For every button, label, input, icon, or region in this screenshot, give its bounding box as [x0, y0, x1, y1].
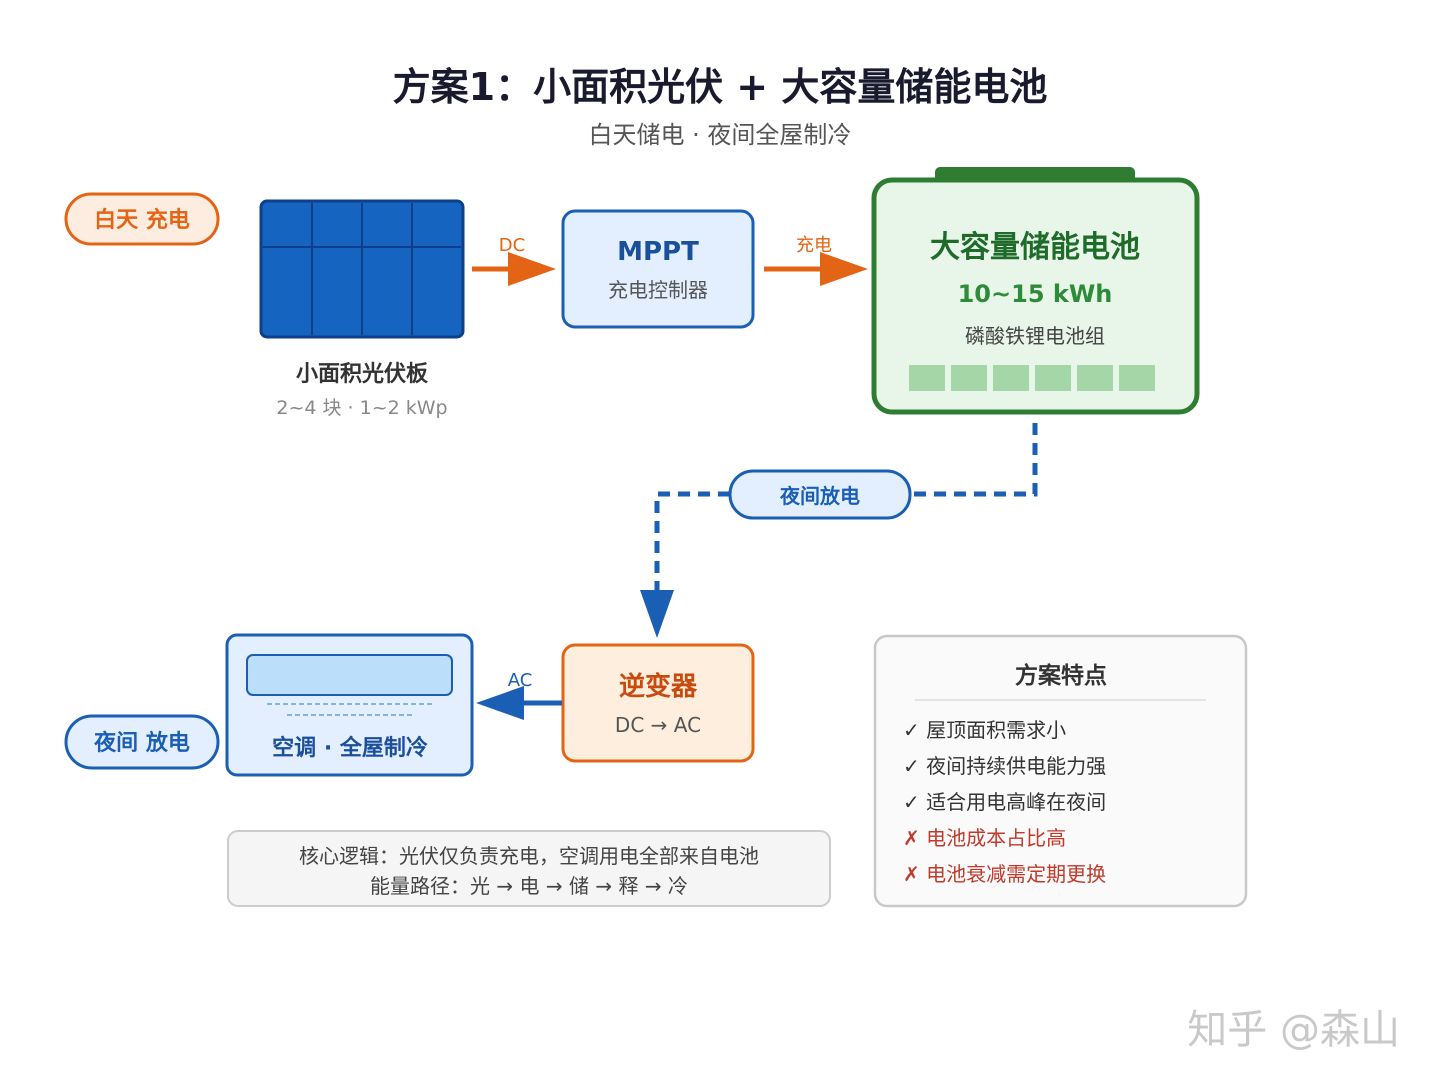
solar-panel-title: 小面积光伏板	[296, 361, 429, 387]
air-conditioner-label: 空调 · 全屋制冷	[272, 735, 428, 761]
feature-pro: ✓ 屋顶面积需求小	[903, 718, 1066, 742]
watermark: 知乎 @森山	[1187, 1007, 1400, 1053]
air-conditioner-box: 空调 · 全屋制冷	[225, 633, 474, 777]
day-charge-label: 白天 充电	[94, 207, 190, 233]
night-discharge-pill: 夜间 放电	[64, 714, 220, 770]
charge-arrow-label: 充电	[796, 235, 832, 256]
energy-path-line: 能量路径：光 → 电 → 储 → 释 → 冷	[370, 874, 688, 898]
mppt-box: MPPT 充电控制器	[561, 209, 755, 329]
discharge-label: 夜间放电	[779, 484, 860, 508]
inverter-sub: DC → AC	[615, 713, 701, 737]
features-title: 方案特点	[1015, 662, 1107, 689]
dc-arrow-label: DC	[499, 235, 525, 256]
day-charge-pill: 白天 充电	[64, 192, 220, 246]
core-logic-note: 核心逻辑：光伏仅负责充电，空调用电全部来自电池 能量路径：光 → 电 → 储 →…	[227, 830, 831, 907]
dc-arrow	[472, 252, 556, 286]
inverter-box: 逆变器 DC → AC	[561, 643, 755, 763]
mppt-sub: 充电控制器	[608, 278, 708, 302]
solar-panel-spec: 2~4 块 · 1~2 kWp	[276, 397, 447, 419]
feature-con: ✗ 电池成本占比高	[903, 826, 1066, 850]
battery-cells-icon	[909, 365, 1155, 391]
ac-arrow-label: AC	[508, 670, 533, 691]
feature-con: ✗ 电池衰减需定期更换	[903, 862, 1106, 886]
page-subtitle: 白天储电 · 夜间全屋制冷	[589, 121, 852, 149]
battery-box: 大容量储能电池 10~15 kWh 磷酸铁锂电池组	[871, 167, 1200, 415]
air-conditioner-icon	[246, 654, 453, 696]
feature-pro: ✓ 夜间持续供电能力强	[903, 754, 1106, 778]
features-panel: 方案特点 ✓ 屋顶面积需求小 ✓ 夜间持续供电能力强 ✓ 适合用电高峰在夜间 ✗…	[873, 634, 1248, 908]
solar-panel-icon	[259, 199, 465, 339]
battery-sub: 磷酸铁锂电池组	[965, 324, 1105, 348]
page-title: 方案1：小面积光伏 + 大容量储能电池	[393, 65, 1048, 109]
feature-pro: ✓ 适合用电高峰在夜间	[903, 790, 1106, 814]
inverter-title: 逆变器	[619, 671, 698, 702]
core-logic-line: 核心逻辑：光伏仅负责充电，空调用电全部来自电池	[299, 844, 759, 868]
battery-capacity: 10~15 kWh	[958, 280, 1113, 308]
charge-arrow	[764, 252, 868, 286]
mppt-title: MPPT	[617, 237, 699, 267]
discharge-pill: 夜间放电	[728, 469, 912, 520]
night-discharge-label: 夜间 放电	[93, 730, 190, 756]
ac-arrow	[476, 686, 562, 720]
discharge-path	[640, 423, 1038, 638]
battery-title: 大容量储能电池	[930, 230, 1140, 265]
